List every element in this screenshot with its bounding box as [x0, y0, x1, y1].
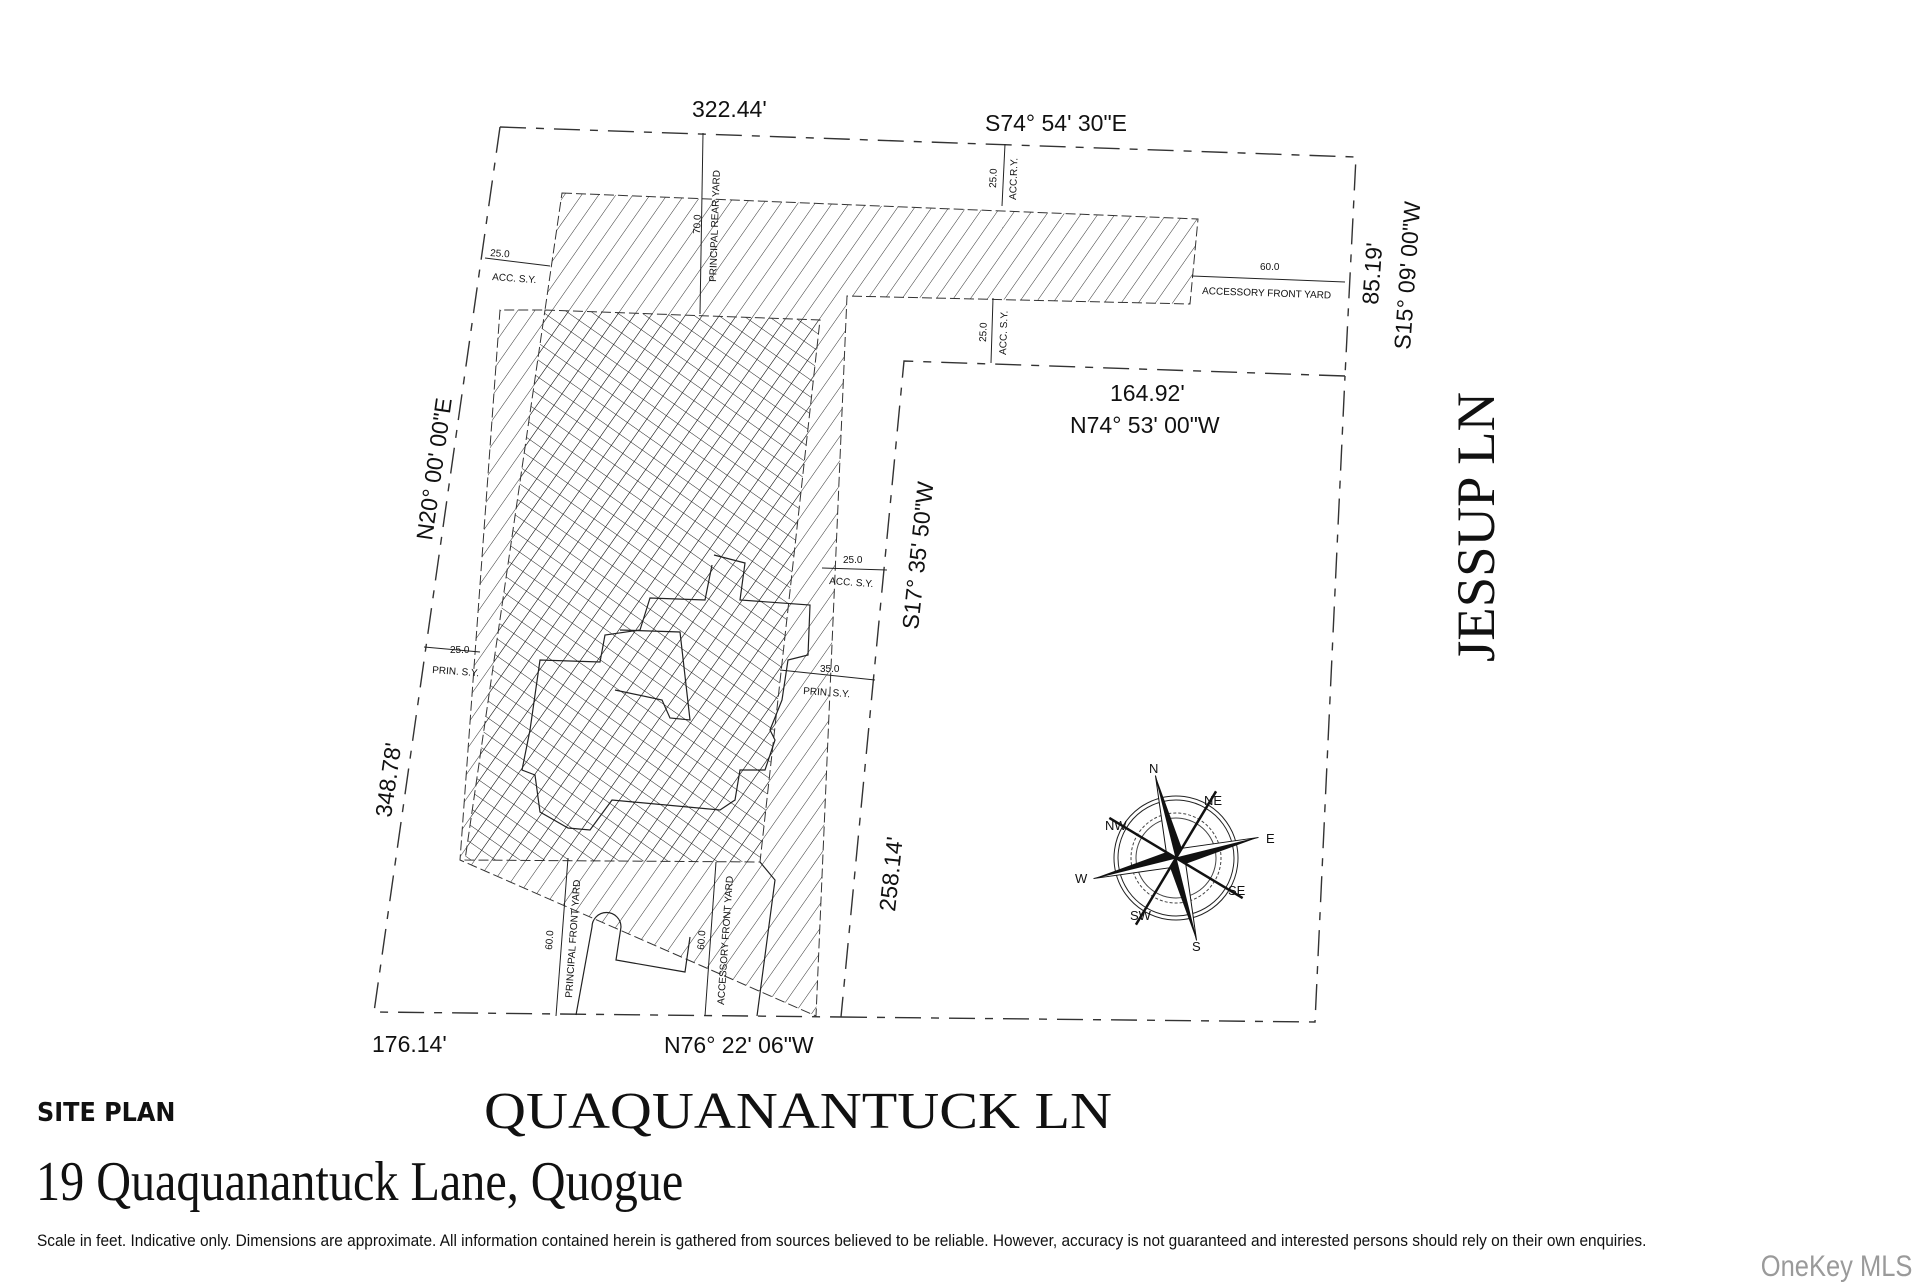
setback-label: PRIN. S.Y. [432, 665, 480, 679]
setback-value: 25.0 [988, 168, 1000, 188]
west-bearing: N20° 00' 00"E [411, 396, 457, 541]
west-length: 348.78' [370, 741, 406, 819]
street-east: JESSUP LN [1446, 392, 1506, 662]
setback-value: 35.0 [820, 664, 840, 675]
driveway [575, 861, 776, 1017]
east-upper-length: 85.19' [1357, 242, 1387, 306]
site-plan-label: SITE PLAN [37, 1098, 176, 1128]
svg-text:S: S [1192, 939, 1201, 954]
svg-text:NW: NW [1105, 818, 1127, 833]
south-bearing: N76° 22' 06"W [664, 1032, 814, 1058]
setback-value: 70.0 [692, 214, 704, 234]
watermark: OneKey MLS [1760, 1250, 1912, 1283]
svg-text:W: W [1075, 871, 1088, 886]
setback-value: 25.0 [843, 555, 863, 566]
dimension-lines [423, 132, 1346, 1017]
svg-text:SE: SE [1228, 883, 1246, 898]
compass-rose-icon [1093, 775, 1259, 941]
south-length: 176.14' [372, 1031, 447, 1057]
compass-labels: N NE E SE S SW W NW [1075, 761, 1275, 954]
setback-value: 25.0 [450, 645, 470, 656]
house-footprint [521, 554, 811, 831]
street-south: QUAQUANANTUCK LN [484, 1083, 1112, 1140]
inner-south-bearing: N74° 53' 00"W [1070, 412, 1220, 438]
setback-label: ACC.R.Y. [1008, 158, 1020, 200]
setback-value: 25.0 [490, 248, 511, 260]
east-upper-bearing: S15° 09' 00"W [1389, 200, 1425, 350]
setback-label: PRIN. S.Y. [803, 686, 851, 700]
svg-text:E: E [1266, 831, 1275, 846]
setback-value: 60.0 [544, 930, 556, 951]
svg-text:SW: SW [1130, 908, 1152, 923]
setback-label: PRINCIPAL REAR YARD [708, 170, 723, 282]
setback-label: ACC. S.Y. [998, 310, 1011, 355]
property-boundary [373, 126, 1357, 1023]
inner-west-length: 258.14' [874, 835, 908, 912]
north-length: 322.44' [692, 96, 767, 122]
setback-value: 60.0 [696, 930, 708, 951]
inner-west-bearing: S17° 35' 50"W [897, 480, 938, 631]
svg-text:N: N [1149, 761, 1158, 776]
setback-label: ACC. S.Y. [492, 272, 537, 286]
setback-value: 25.0 [978, 322, 990, 342]
disclaimer-text: Scale in feet. Indicative only. Dimensio… [37, 1232, 1647, 1250]
setback-value: 60.0 [1260, 262, 1280, 273]
property-address: 19 Quaquanantuck Lane, Quogue [36, 1151, 684, 1213]
svg-text:NE: NE [1204, 793, 1222, 808]
setback-label: ACCESSORY FRONT YARD [1202, 286, 1331, 301]
setback-label: ACC. S.Y. [829, 576, 874, 590]
north-bearing: S74° 54' 30"E [985, 110, 1127, 136]
inner-south-length: 164.92' [1110, 380, 1185, 406]
